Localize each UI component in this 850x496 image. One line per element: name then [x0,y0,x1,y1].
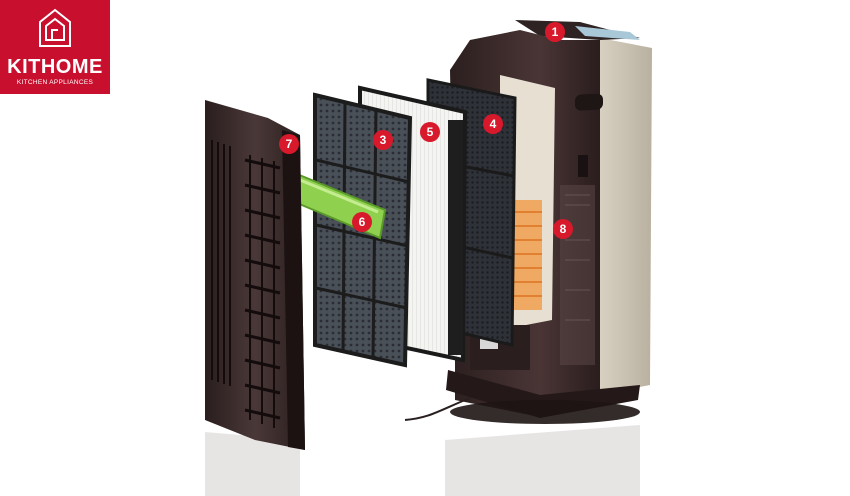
spec-label [560,185,595,365]
brand-name: KITHOME [7,56,103,78]
callout-7: 7 [279,134,299,154]
svg-text:1: 1 [552,25,559,39]
svg-text:3: 3 [380,133,387,147]
callout-1: 1 [545,22,565,42]
floor-reflection [205,425,640,496]
brand-tagline: KITCHEN APPLIANCES [16,79,94,86]
kithome-logo: KITHOME KITCHEN APPLIANCES [0,0,110,94]
svg-text:8: 8 [560,222,567,236]
callout-3: 3 [373,130,393,150]
house-icon [39,8,71,47]
callout-5: 5 [420,122,440,142]
callout-6: 6 [352,212,372,232]
front-panel [205,100,305,450]
svg-text:7: 7 [286,137,293,151]
callout-8: 8 [553,219,573,239]
svg-text:4: 4 [490,117,497,131]
svg-text:5: 5 [427,125,434,139]
svg-text:6: 6 [359,215,366,229]
callout-4: 4 [483,114,503,134]
